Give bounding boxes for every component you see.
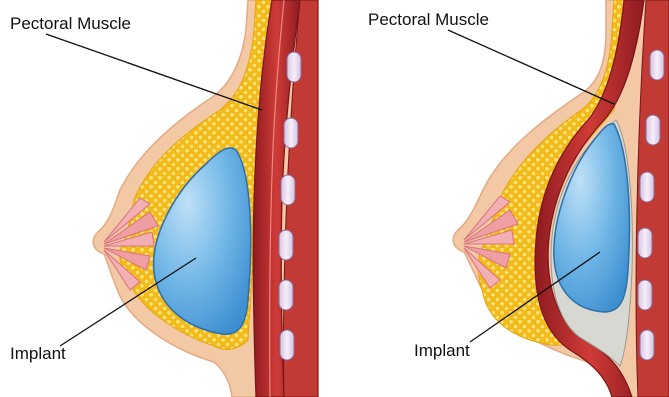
leader-muscle-right	[448, 30, 614, 104]
right-diagram	[448, 0, 669, 397]
label-pectoral-muscle-right: Pectoral Muscle	[368, 10, 489, 30]
label-implant-left: Implant	[10, 344, 66, 364]
left-diagram	[46, 0, 318, 397]
label-pectoral-muscle-left: Pectoral Muscle	[10, 14, 131, 34]
label-implant-right: Implant	[414, 341, 470, 361]
leader-muscle-left	[46, 34, 262, 110]
